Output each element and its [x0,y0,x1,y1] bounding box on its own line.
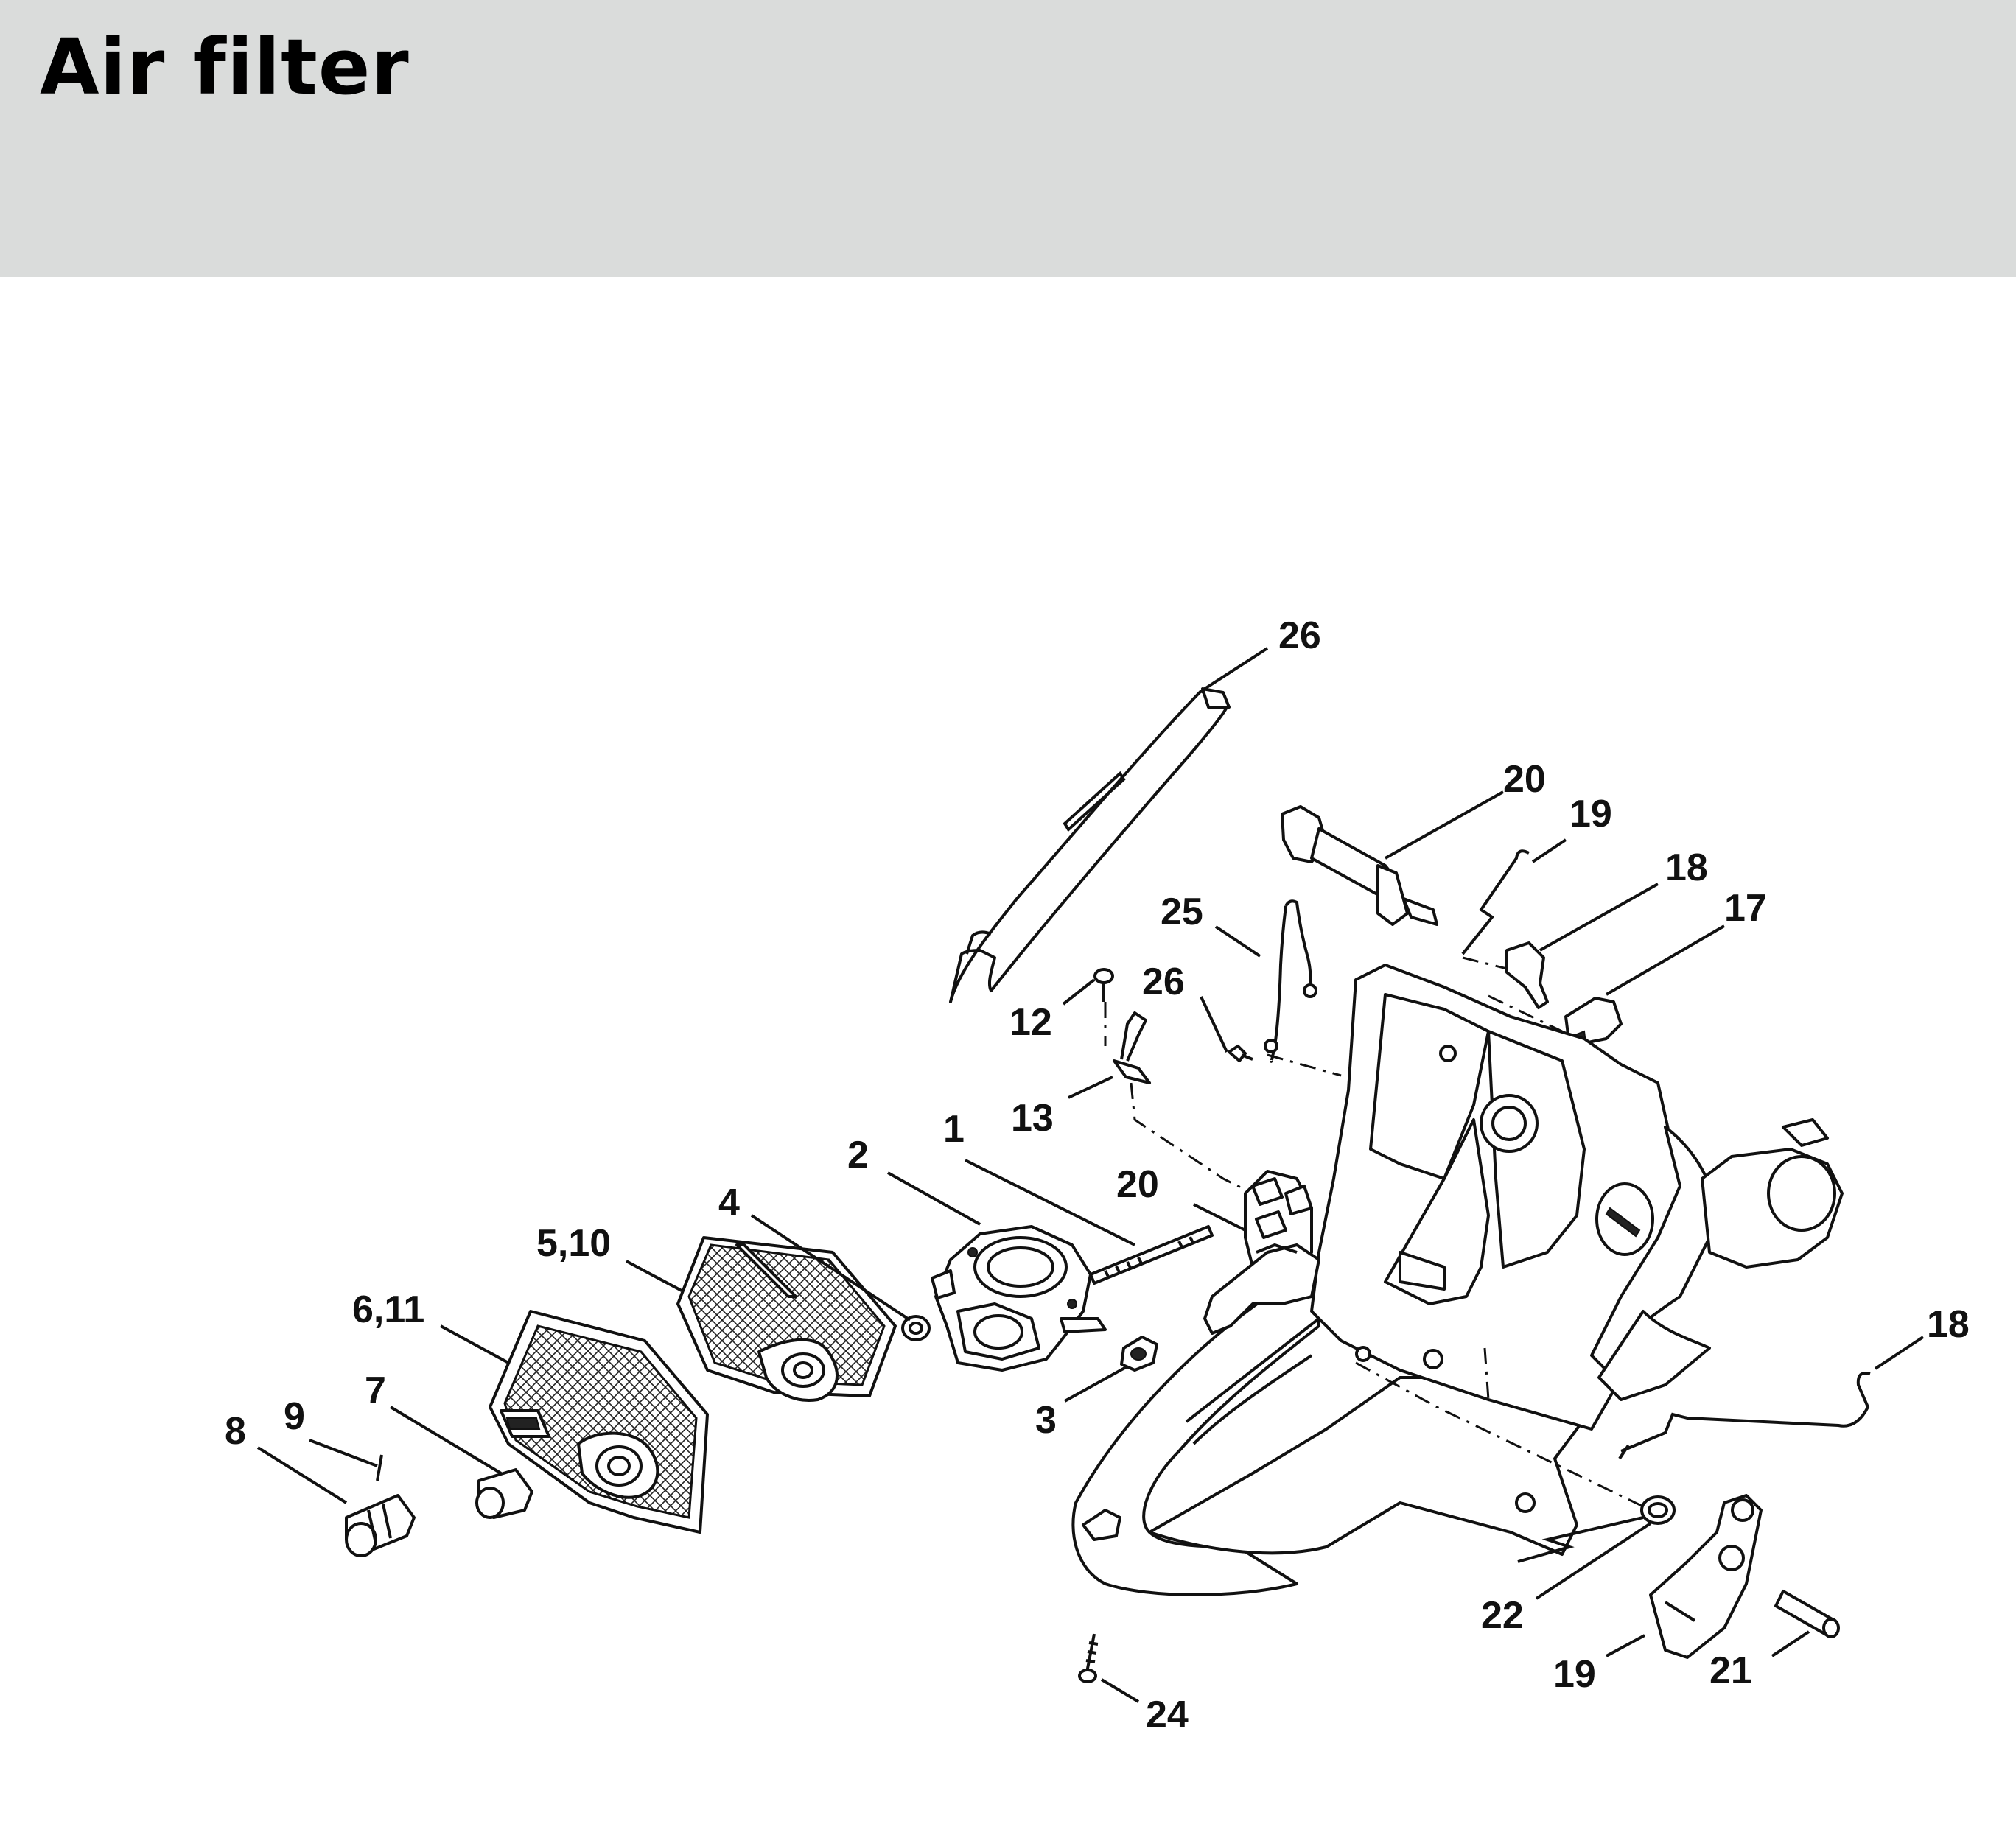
callout-18: 18 [1927,1303,1970,1346]
part-2-carburetor [931,1225,1107,1372]
part-17-throttle-shaft [1281,805,1438,926]
callout-2: 2 [847,1134,869,1176]
callout-9: 9 [284,1395,305,1438]
callout-21: 21 [1709,1649,1752,1692]
part-15-lever [1505,941,1549,1009]
part-5-10-filter-base [676,1236,897,1402]
callout-16: 19 [1569,793,1612,835]
part-25-ground-wire [1264,899,1317,1063]
part-9-pin [376,1454,383,1481]
part-6-11-filter-cover [489,1310,709,1534]
callout-7: 7 [365,1369,386,1412]
part-19-trigger-lockout [1649,1494,1763,1659]
part-3-gasket [1120,1336,1158,1372]
callout-leaders [256,647,1925,1703]
part-1-stud [1089,1225,1214,1285]
callout-25: 25 [1161,891,1203,933]
callout-12: 12 [1009,1001,1052,1044]
callout-4: 4 [718,1182,740,1224]
callout-22: 22 [1481,1594,1524,1637]
callout-19: 19 [1553,1653,1596,1696]
part-26-screw [1228,1045,1253,1062]
part-18-throttle-rod [1618,1372,1871,1460]
callout-24: 24 [1146,1694,1189,1736]
main-housing [1071,964,1844,1596]
callout-26: 26 [1142,961,1185,1003]
callout-14: 17 [1724,887,1767,930]
callout-15: 18 [1665,846,1708,889]
callout-20: 20 [1116,1163,1159,1206]
callout-6-11: 6,11 [352,1288,424,1331]
callout-8: 8 [225,1410,246,1453]
part-12-screw [1093,968,1114,1002]
part-20-throttle-trigger [1203,1243,1320,1335]
callout-5-10: 5,10 [536,1222,611,1265]
part-8-nut [345,1494,416,1557]
part-23-handle-cover [949,687,1231,1003]
part-22-sleeve [1640,1495,1676,1525]
part-16-torsion-spring [1461,849,1530,955]
part-24-screw [1078,1633,1099,1683]
callout-3: 3 [1035,1399,1057,1442]
callout-13: 13 [1011,1097,1054,1140]
callout-23: 26 [1278,614,1321,657]
callout-1: 1 [943,1108,965,1151]
part-7-knob [475,1468,533,1519]
part-4-nut [901,1315,931,1341]
assembly-guide-lines [1104,956,1644,1563]
header-band: Air filter [0,0,2016,277]
part-21-pin [1774,1590,1840,1638]
part-13-bracket [1113,1011,1151,1084]
callout-labels: 26 20 19 18 17 25 26 12 13 1 2 20 4 5,10… [225,614,1970,1736]
page-title: Air filter [40,22,410,112]
callout-17: 20 [1503,758,1546,801]
